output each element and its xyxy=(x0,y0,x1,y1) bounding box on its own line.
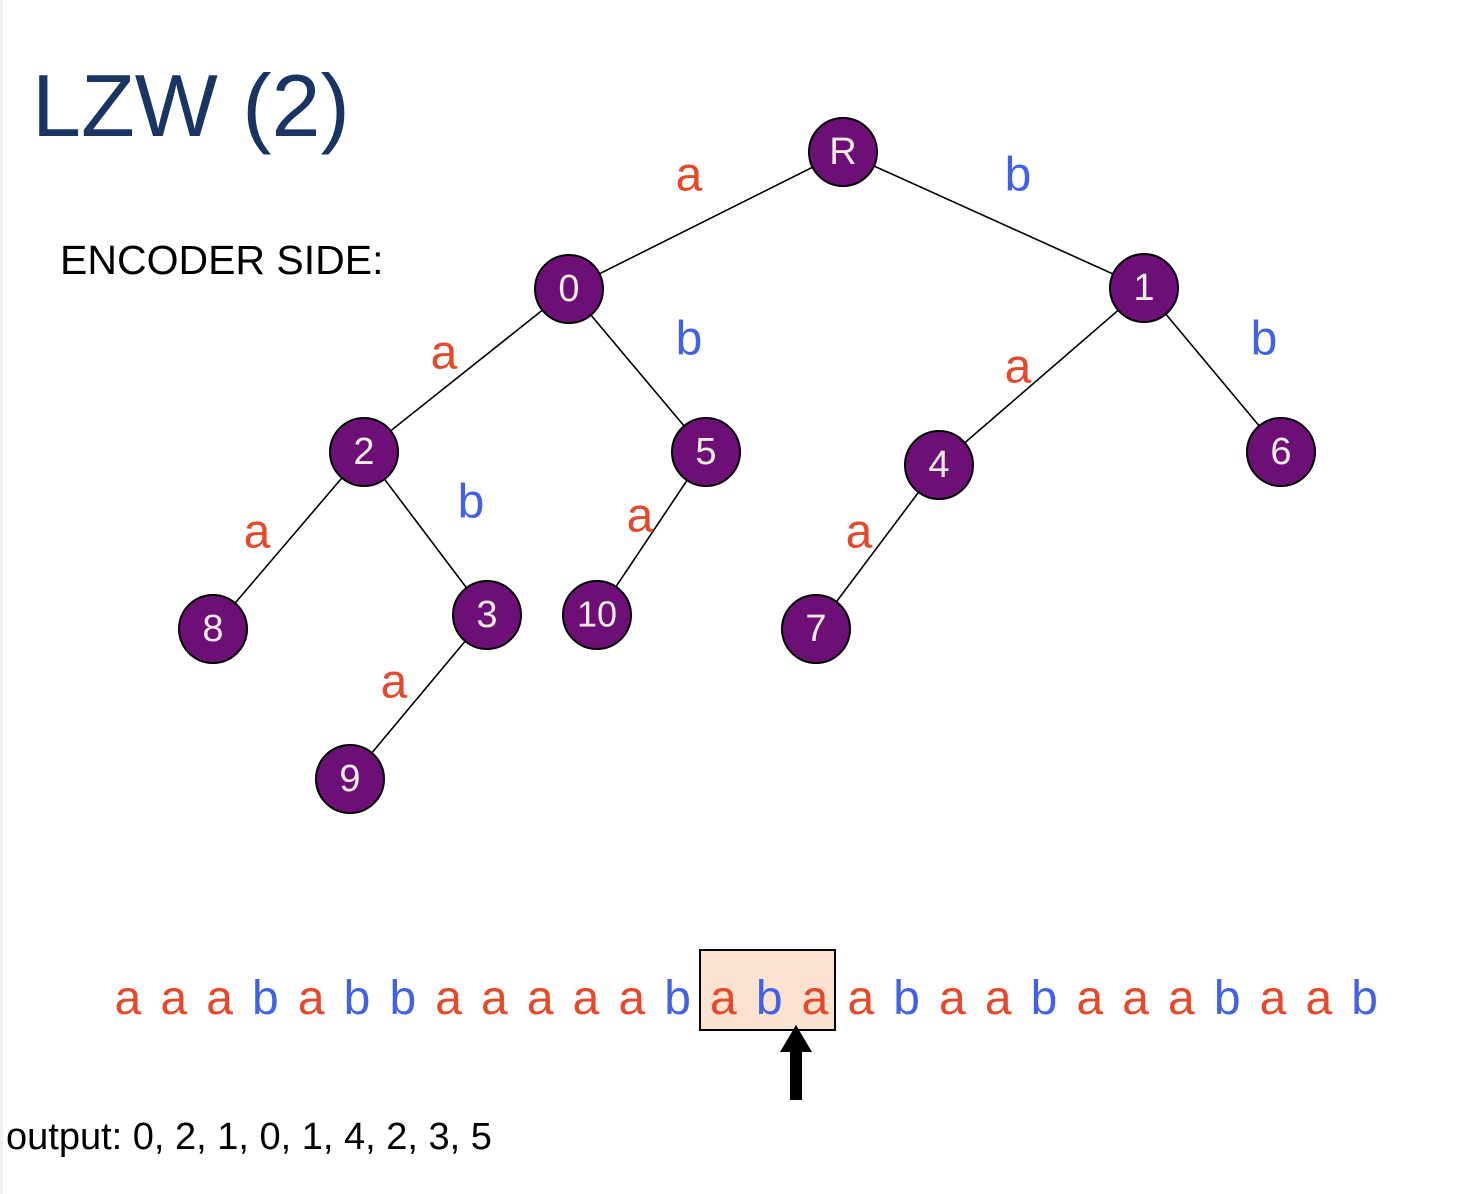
edge-label-a: a xyxy=(676,149,703,202)
node-label: 3 xyxy=(476,594,497,636)
trie-node-0: 0 xyxy=(534,254,604,324)
trie-node-8: 8 xyxy=(178,594,248,664)
trie-edge-R-n0 xyxy=(568,151,844,290)
trie-node-2: 2 xyxy=(329,417,399,487)
node-circle xyxy=(178,594,248,664)
node-label: 8 xyxy=(202,608,223,650)
node-label: R xyxy=(829,131,856,173)
edge-label-a: a xyxy=(381,656,408,709)
trie-edge-n2-n8 xyxy=(212,451,365,630)
trie-node-4: 4 xyxy=(904,430,974,500)
trie-edge-labels: a b a b a b a b a a a xyxy=(244,149,1278,709)
trie-node-5: 5 xyxy=(671,417,741,487)
node-circle xyxy=(808,117,878,187)
edge-label-b: b xyxy=(1005,149,1032,202)
trie-edge-n3-n9 xyxy=(349,614,488,780)
trie-edge-n0-n2 xyxy=(363,288,570,453)
trie-edge-n1-n6 xyxy=(1143,287,1282,453)
trie-node-10: 10 xyxy=(562,580,632,650)
node-label: 7 xyxy=(805,608,826,650)
node-label: 5 xyxy=(695,431,716,473)
edge-label-a: a xyxy=(846,506,873,559)
edge-label-a: a xyxy=(244,506,271,559)
node-label: 0 xyxy=(558,268,579,310)
node-circle xyxy=(1109,253,1179,323)
node-circle xyxy=(329,417,399,487)
trie-node-3: 3 xyxy=(452,580,522,650)
node-circle xyxy=(452,580,522,650)
trie-node-R: R xyxy=(808,117,878,187)
node-label: 2 xyxy=(353,431,374,473)
slide-title: LZW (2) xyxy=(32,56,350,155)
node-circle xyxy=(904,430,974,500)
edge-label-b: b xyxy=(458,476,485,529)
edge-label-a: a xyxy=(1005,341,1032,394)
edge-label-b: b xyxy=(1251,313,1278,366)
node-circle xyxy=(315,744,385,814)
node-circle xyxy=(1246,417,1316,487)
node-circle xyxy=(781,594,851,664)
node-label: 1 xyxy=(1133,267,1154,309)
encoder-side-label: ENCODER SIDE: xyxy=(60,237,384,283)
trie-node-1: 1 xyxy=(1109,253,1179,323)
trie-edge-R-n1 xyxy=(842,151,1145,289)
trie-nodes: R 0 1 2 5 4 6 8 3 10 7 9 xyxy=(178,117,1316,814)
trie-edge-n1-n4 xyxy=(938,287,1145,466)
trie-node-6: 6 xyxy=(1246,417,1316,487)
node-circle xyxy=(562,580,632,650)
node-label: 10 xyxy=(577,594,617,635)
node-label: 9 xyxy=(339,758,360,800)
node-circle xyxy=(534,254,604,324)
slide-left-edge xyxy=(0,0,3,1194)
output-codes: output: 0, 2, 1, 0, 1, 4, 2, 3, 5 xyxy=(6,1116,492,1158)
trie-edge-n0-n5 xyxy=(568,288,707,453)
node-circle xyxy=(671,417,741,487)
node-label: 6 xyxy=(1270,431,1291,473)
trie-node-7: 7 xyxy=(781,594,851,664)
edge-label-a: a xyxy=(627,490,654,543)
node-label: 4 xyxy=(928,444,949,486)
edge-label-b: b xyxy=(676,313,703,366)
trie-node-9: 9 xyxy=(315,744,385,814)
edge-label-a: a xyxy=(431,327,458,380)
